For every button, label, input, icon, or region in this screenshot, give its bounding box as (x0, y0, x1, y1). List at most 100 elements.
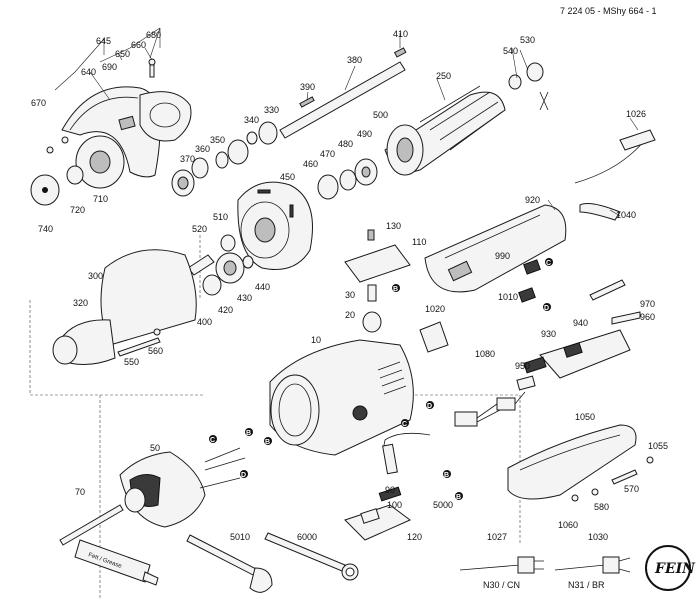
part-number: 450 (280, 172, 295, 182)
part-number: 920 (525, 195, 540, 205)
part-number: 640 (81, 67, 96, 77)
svg-text:D: D (544, 305, 549, 312)
power-cable (574, 129, 656, 221)
part-number: 1060 (558, 520, 578, 530)
part-number: 660 (131, 40, 146, 50)
lower-handle (507, 424, 637, 500)
part-number: 110 (412, 237, 426, 247)
field-winding (119, 447, 246, 528)
part-number: 960 (640, 312, 655, 322)
part-number: 550 (124, 357, 139, 367)
part-number: 30 (345, 290, 355, 300)
part-number: 460 (303, 159, 318, 169)
part-number: 560 (148, 346, 163, 356)
part-number: 490 (357, 129, 372, 139)
svg-text:C: C (210, 437, 215, 444)
grease-tube: Fett / Grease (74, 539, 159, 586)
part-number: 500 (373, 110, 388, 120)
connector-marker: C (545, 258, 553, 267)
plug-variants (459, 556, 631, 574)
armature (384, 62, 549, 176)
connector-markers: B C D D C B B (209, 258, 553, 501)
part-number: 360 (195, 144, 210, 154)
part-number: 5010 (230, 532, 250, 542)
connector-marker: B (245, 428, 253, 437)
connector-marker: C (209, 435, 217, 444)
gear-housing (52, 249, 197, 365)
part-number: 950 (515, 361, 530, 371)
connector-marker: B (443, 470, 451, 479)
part-number: 330 (264, 105, 279, 115)
part-number: 990 (495, 251, 510, 261)
bearing-row (317, 158, 378, 200)
part-number: 90 (385, 485, 395, 495)
part-number: 680 (146, 30, 161, 40)
wrenches (186, 532, 359, 593)
part-number: 1040 (616, 210, 636, 220)
part-number: 570 (624, 484, 639, 494)
part-labels-positioned: 10 20 30 50 70 90 100 110 120 130 250 30… (31, 29, 668, 542)
brush-holders (518, 259, 641, 325)
part-number: 690 (102, 62, 117, 72)
part-number: 320 (73, 298, 88, 308)
svg-text:D: D (241, 472, 246, 479)
part-number: 370 (180, 154, 195, 164)
part-number: 540 (503, 46, 518, 56)
connector-marker: B (392, 284, 400, 293)
svg-text:B: B (444, 472, 449, 479)
connector-marker: B (264, 437, 272, 446)
part-number: 930 (541, 329, 556, 339)
spindle-assembly (171, 47, 407, 197)
part-number: 410 (393, 29, 408, 39)
long-screw (59, 504, 124, 546)
part-number: 380 (347, 55, 362, 65)
part-number: 470 (320, 149, 335, 159)
part-number: 530 (520, 35, 535, 45)
part-number: 50 (150, 443, 160, 453)
document-reference: 7 224 05 - MShy 664 - 1 (560, 6, 657, 16)
part-number: 70 (75, 487, 85, 497)
part-number: 480 (338, 139, 353, 149)
part-number: 510 (213, 212, 228, 222)
switch-parts (344, 229, 449, 353)
part-number: 130 (386, 221, 401, 231)
part-number: 390 (300, 82, 315, 92)
upper-handle (424, 204, 567, 293)
handle-screws (571, 456, 654, 502)
part-number: 250 (436, 71, 451, 81)
part-number: 400 (197, 317, 212, 327)
connector-marker: D (543, 303, 551, 312)
part-number: 670 (31, 98, 46, 108)
plug-label-n30: N30 / CN (483, 580, 520, 590)
part-number: 340 (244, 115, 259, 125)
part-number: 440 (255, 282, 270, 292)
connector-marker: B (455, 492, 463, 501)
part-number: 20 (345, 310, 355, 320)
connector-marker: D (240, 470, 248, 479)
part-number: 740 (38, 224, 53, 234)
svg-text:B: B (456, 494, 461, 501)
plug-label-n31: N31 / BR (568, 580, 605, 590)
part-number: 1020 (425, 304, 445, 314)
logo-text: FEIN (654, 561, 696, 577)
part-number: 710 (93, 194, 108, 204)
wiring-harness (383, 375, 536, 471)
part-number: 430 (237, 293, 252, 303)
part-number: 1080 (475, 349, 495, 359)
connector-marker: D (426, 401, 434, 410)
gear-head (237, 181, 313, 270)
svg-text:D: D (427, 403, 432, 410)
part-number: 100 (387, 500, 402, 510)
part-number: 520 (192, 224, 207, 234)
part-number: 420 (218, 305, 233, 315)
svg-text:B: B (265, 439, 270, 446)
leader-lines (54, 27, 639, 217)
part-number: 940 (573, 318, 588, 328)
switch-unit (523, 329, 631, 379)
part-number: 10 (311, 335, 321, 345)
svg-text:B: B (246, 430, 251, 437)
fein-logo: FEIN (645, 545, 696, 591)
connector-marker: C (401, 419, 409, 428)
